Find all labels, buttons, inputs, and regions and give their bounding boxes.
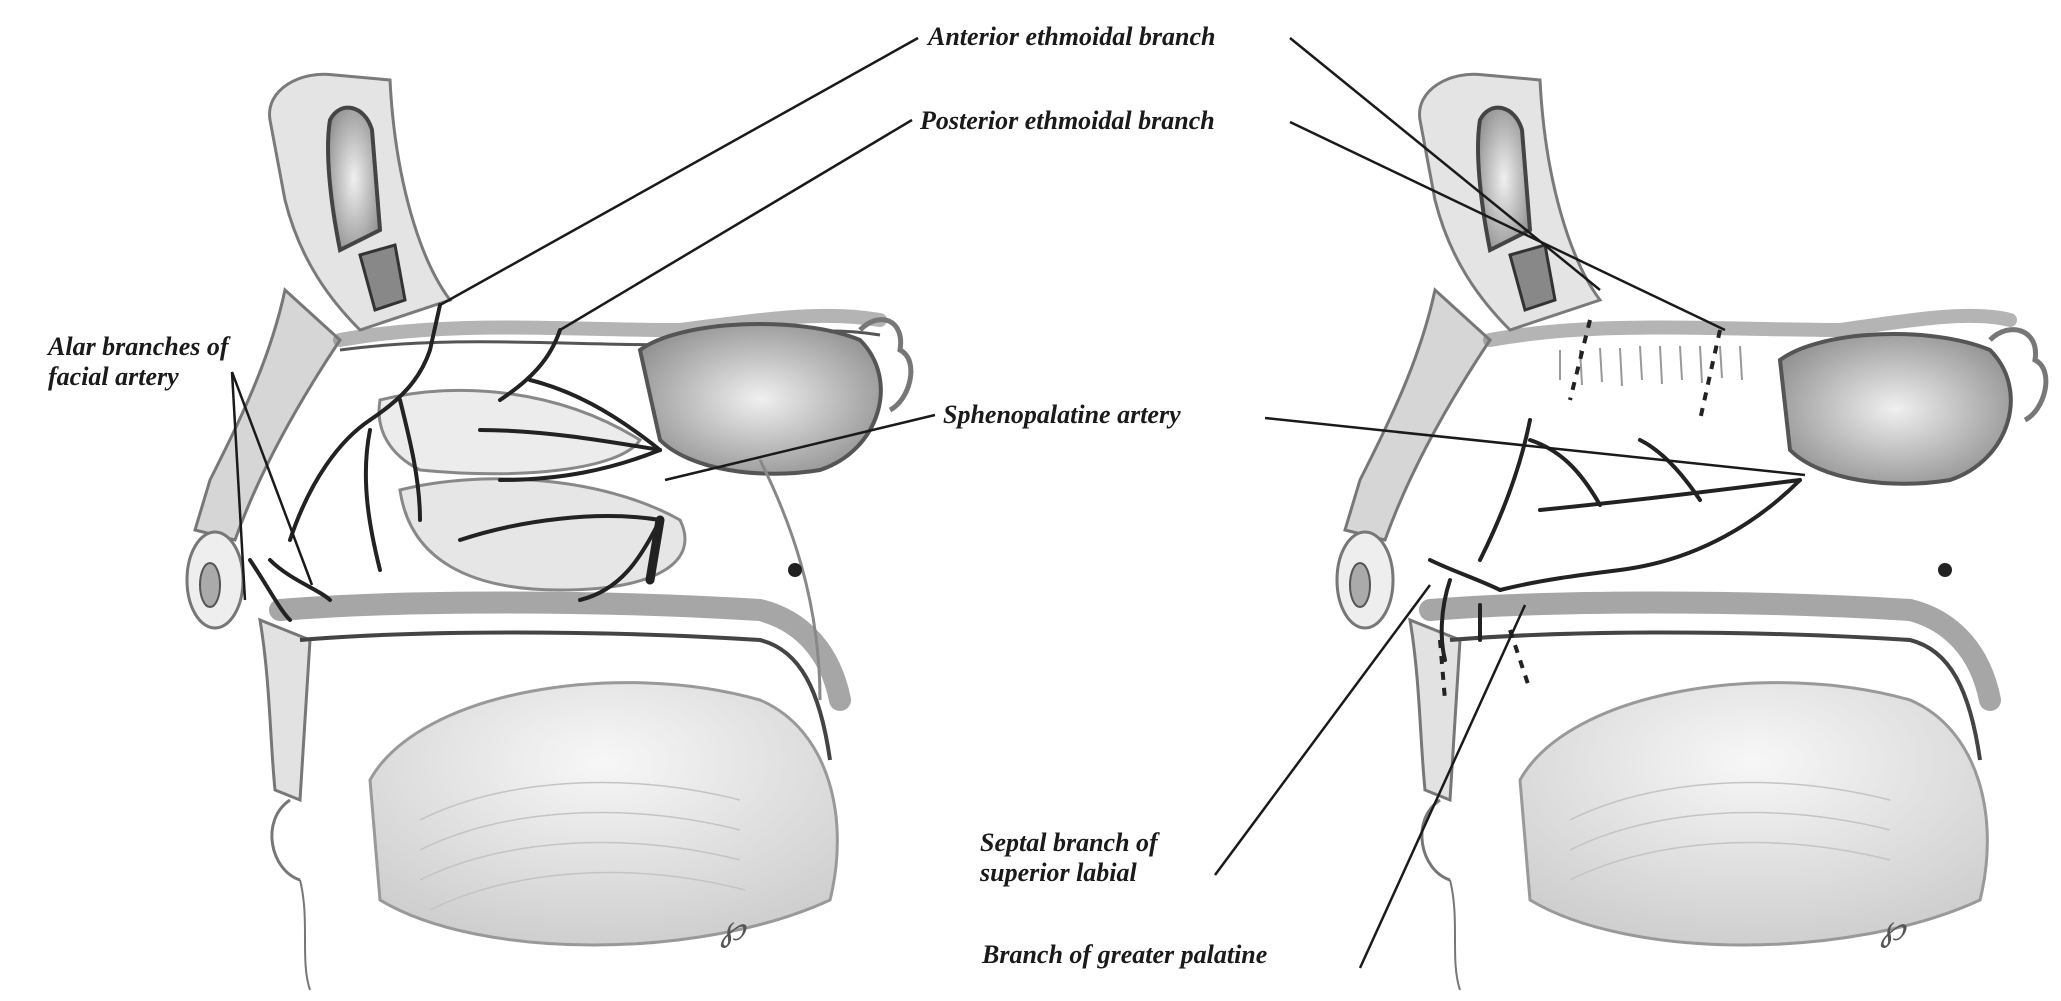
svg-text:℘: ℘ bbox=[720, 908, 747, 948]
svg-text:℘: ℘ bbox=[1880, 908, 1907, 948]
label-septal-branch-superior-labial: Septal branch of superior labial bbox=[980, 828, 1158, 888]
label-posterior-ethmoidal-branch: Posterior ethmoidal branch bbox=[920, 106, 1215, 135]
lateral-wall-illustration: ℘ bbox=[185, 72, 914, 991]
label-alar-line2: facial artery bbox=[48, 362, 179, 391]
label-branch-greater-palatine: Branch of greater palatine bbox=[982, 940, 1268, 969]
leader-lines bbox=[230, 36, 1806, 969]
label-alar-branches-facial-artery: Alar branches of facial artery bbox=[48, 332, 229, 392]
label-alar-line1: Alar branches of bbox=[48, 332, 229, 361]
label-septal-line2: superior labial bbox=[980, 858, 1137, 887]
septum-illustration: ℘ bbox=[1335, 72, 2049, 991]
label-anterior-ethmoidal-branch: Anterior ethmoidal branch bbox=[928, 22, 1216, 51]
label-sphenopalatine-artery: Sphenopalatine artery bbox=[943, 400, 1181, 429]
label-septal-line1: Septal branch of bbox=[980, 828, 1158, 857]
